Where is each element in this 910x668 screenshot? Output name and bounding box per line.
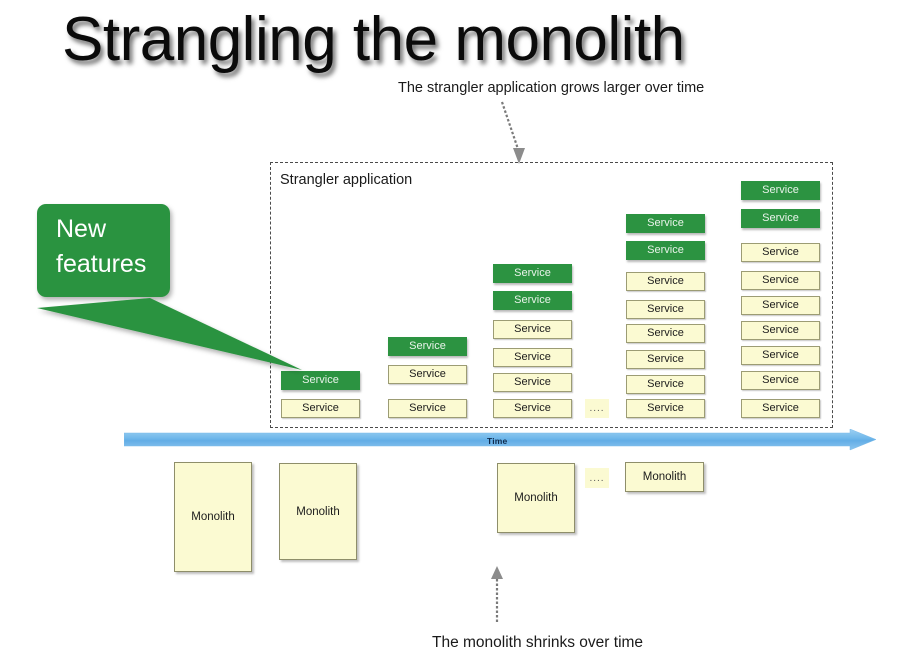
service-box: Service <box>388 337 467 356</box>
service-box: Service <box>493 348 572 367</box>
new-features-callout-text: New features <box>56 212 176 282</box>
service-box: Service <box>741 271 820 290</box>
monolith-box: Monolith <box>625 462 704 492</box>
callout-line-1: New <box>56 215 107 243</box>
monolith-box: Monolith <box>279 463 357 560</box>
strangler-application-container <box>270 162 833 428</box>
service-box: Service <box>741 399 820 418</box>
service-box: Service <box>741 321 820 340</box>
strangler-application-label: Strangler application <box>280 172 413 188</box>
service-box: Service <box>493 291 572 310</box>
monolith-box: Monolith <box>174 462 252 572</box>
time-axis-arrow <box>124 429 877 451</box>
arrow-up-icon <box>491 566 503 622</box>
time-axis-label: Time <box>487 436 508 446</box>
service-box: Service <box>741 181 820 200</box>
annotation-monolith-shrinks: The monolith shrinks over time <box>432 634 644 651</box>
service-box: Service <box>493 320 572 339</box>
service-box: Service <box>493 264 572 283</box>
service-box: Service <box>626 350 705 369</box>
service-box: Service <box>741 371 820 390</box>
service-box: Service <box>741 209 820 228</box>
service-box: Service <box>281 371 360 390</box>
monolith-box: Monolith <box>497 463 575 533</box>
service-box: Service <box>626 214 705 233</box>
service-box: Service <box>281 399 360 418</box>
service-box: Service <box>493 373 572 392</box>
annotation-strangler-grows: The strangler application grows larger o… <box>398 80 705 96</box>
service-box: Service <box>388 365 467 384</box>
service-box: Service <box>741 243 820 262</box>
monolith-ellipsis: .... <box>585 468 609 488</box>
service-box: Service <box>626 399 705 418</box>
service-ellipsis: .... <box>585 399 609 418</box>
page-title: Strangling the monolith <box>62 5 685 74</box>
service-box: Service <box>493 399 572 418</box>
service-box: Service <box>626 241 705 260</box>
callout-line-2: features <box>56 250 147 278</box>
service-box: Service <box>626 300 705 319</box>
service-box: Service <box>626 375 705 394</box>
service-box: Service <box>626 324 705 343</box>
new-features-callout[interactable] <box>30 198 320 378</box>
service-box: Service <box>388 399 467 418</box>
service-box: Service <box>626 272 705 291</box>
service-box: Service <box>741 296 820 315</box>
arrow-down-icon <box>500 101 525 164</box>
service-box: Service <box>741 346 820 365</box>
